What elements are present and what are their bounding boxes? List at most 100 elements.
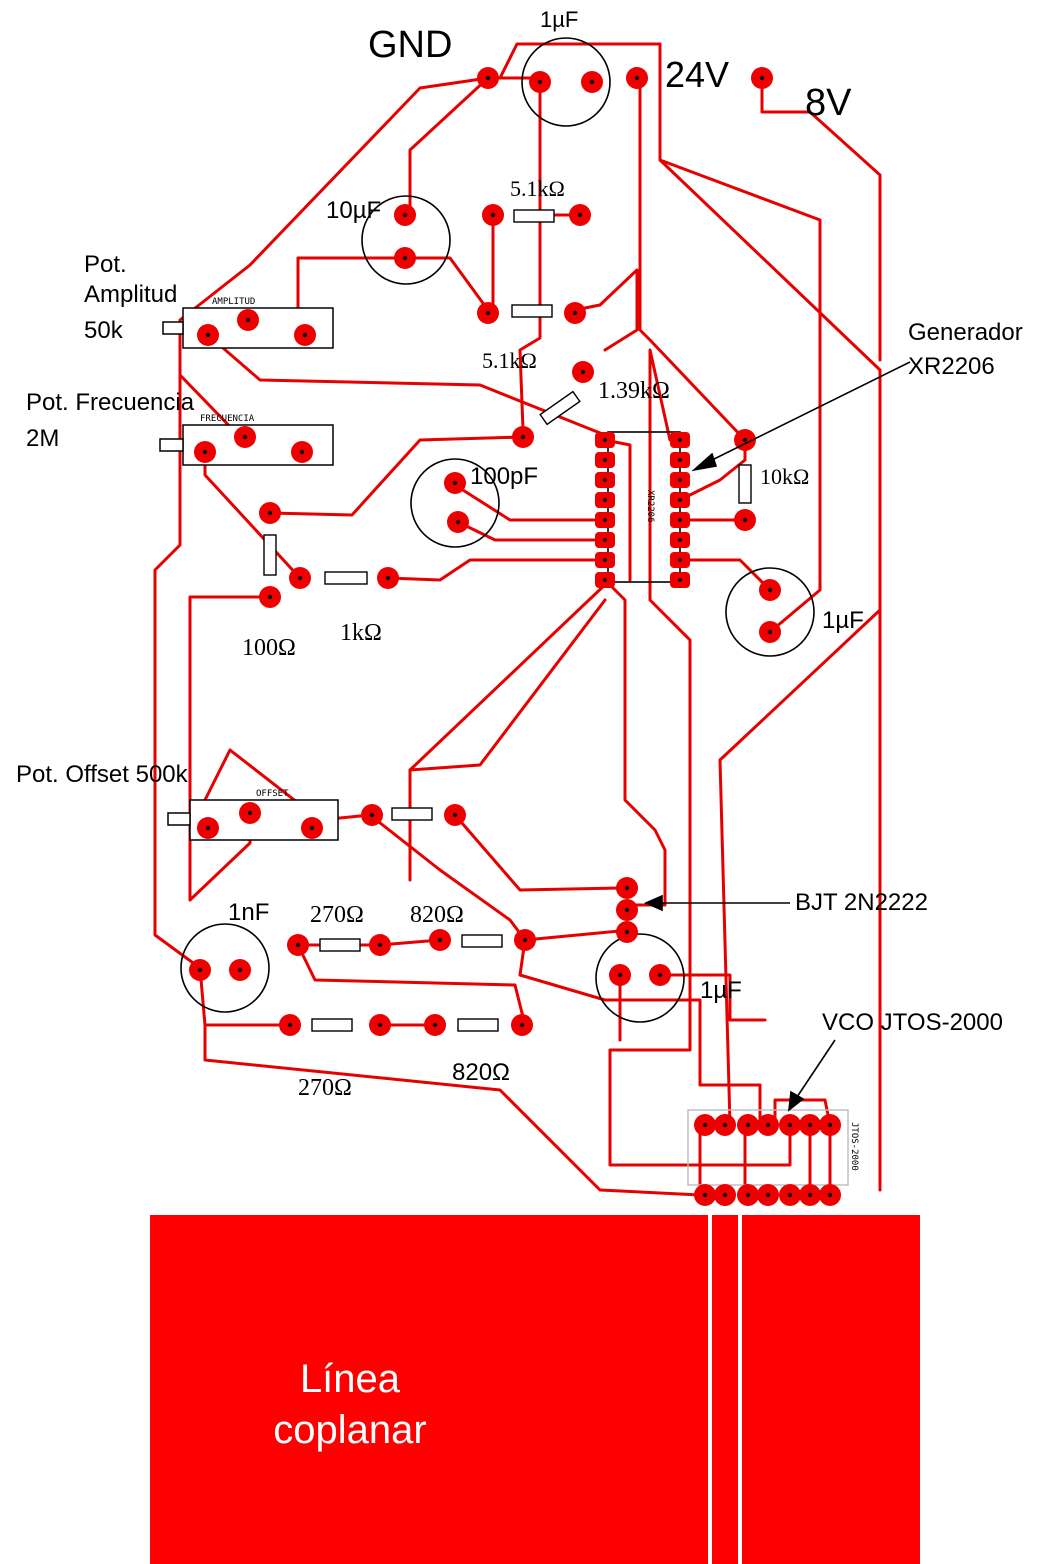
pad-hole-28: [767, 629, 773, 635]
res-offset-body: [391, 807, 433, 821]
pad-hole-20: [455, 519, 461, 525]
pad-hole-58: [745, 1192, 751, 1198]
ic-pin-hole-left-6: [603, 538, 607, 542]
label-res-51k-mid: 5.1kΩ: [482, 348, 537, 373]
pad-hole-27: [767, 587, 773, 593]
pad-hole-42: [522, 937, 528, 943]
silkscreen: AMPLITUD FRECUENCIA OFFSET XR2206 JTOS-2…: [200, 297, 859, 1171]
pad-hole-62: [827, 1192, 833, 1198]
label-res-820-bot: 820Ω: [452, 1059, 510, 1086]
pads: [189, 67, 841, 1206]
ic-pin-hole-left-1: [603, 438, 607, 442]
ic-pin-hole-right-3: [678, 478, 682, 482]
pad-hole-24: [385, 575, 391, 581]
label-res-139k: 1.39kΩ: [598, 378, 670, 404]
pad-hole-51: [745, 1122, 751, 1128]
silk-jtos: JTOS-2000: [849, 1122, 859, 1171]
pad-hole-38: [237, 967, 243, 973]
pad-hole-35: [624, 907, 630, 913]
pad-hole-1: [537, 79, 543, 85]
pad-hole-54: [807, 1122, 813, 1128]
label-res-820-top: 820Ω: [410, 902, 464, 928]
pad-hole-4: [759, 75, 765, 81]
ic-pin-hole-right-8: [678, 578, 682, 582]
ic-pin-hole-left-3: [603, 478, 607, 482]
label-pot-amp-2: Amplitud: [84, 281, 177, 308]
pad-hole-36: [624, 929, 630, 935]
pot-offset-shaft: [167, 812, 191, 826]
label-gen-2: XR2206: [908, 353, 995, 380]
res-51k-top-body: [513, 209, 555, 223]
pad-hole-12: [245, 317, 251, 323]
cap-1uF-bottom-outline: [595, 933, 685, 1023]
res-270-top-body: [319, 938, 361, 952]
label-res-10k: 10kΩ: [760, 464, 809, 489]
res-139k-body: [539, 390, 581, 426]
ic-pin-hole-left-2: [603, 458, 607, 462]
pad-hole-48: [657, 972, 663, 978]
pad-hole-25: [742, 437, 748, 443]
pad-hole-9: [485, 310, 491, 316]
arrow-generador-line: [701, 361, 911, 466]
pad-hole-29: [205, 825, 211, 831]
arrow-bjt-head: [644, 894, 663, 912]
coplanar-ground-plane: [150, 1215, 920, 1564]
label-cap-right: 1µF: [822, 607, 864, 634]
pad-hole-19: [452, 480, 458, 486]
pad-hole-31: [309, 825, 315, 831]
silk-frecuencia: FRECUENCIA: [200, 414, 255, 424]
pad-hole-23: [297, 575, 303, 581]
pad-hole-45: [432, 1022, 438, 1028]
label-pot-freq-2: 2M: [26, 425, 59, 452]
ic-pin-hole-left-7: [603, 558, 607, 562]
pad-hole-52: [765, 1122, 771, 1128]
pad-hole-21: [267, 510, 273, 516]
label-bjt: BJT 2N2222: [795, 889, 928, 916]
label-gnd: GND: [368, 24, 452, 66]
pad-hole-46: [519, 1022, 525, 1028]
pad-hole-30: [247, 810, 253, 816]
arrow-vco-head: [787, 1090, 805, 1112]
label-pot-freq-1: Pot. Frecuencia: [26, 389, 195, 416]
callout-arrows: [644, 361, 911, 1112]
label-24v: 24V: [665, 54, 729, 95]
pad-hole-61: [807, 1192, 813, 1198]
pad-hole-16: [202, 449, 208, 455]
pad-hole-8: [577, 212, 583, 218]
ic-pin-hole-right-2: [678, 458, 682, 462]
pad-hole-34: [624, 885, 630, 891]
pad-hole-53: [787, 1122, 793, 1128]
label-pot-amp-3: 50k: [84, 317, 124, 344]
label-res-270-top: 270Ω: [310, 902, 364, 928]
silk-xr2206: XR2206: [645, 490, 655, 523]
label-cap-100p: 100pF: [470, 463, 538, 490]
label-coplanar: coplanar: [273, 1408, 426, 1452]
arrow-vco-line: [794, 1039, 836, 1101]
coplanar-gap-left: [708, 1195, 712, 1564]
res-10k-body: [738, 464, 752, 504]
label-res-270-bot: 270Ω: [298, 1075, 352, 1101]
res-51k-mid-body: [511, 304, 553, 318]
pad-hole-33: [452, 812, 458, 818]
xr2206-ic-outline: [607, 431, 681, 583]
pad-hole-37: [197, 967, 203, 973]
label-cap-bottom: 1µF: [700, 977, 742, 1004]
pad-hole-39: [295, 942, 301, 948]
label-linea: Línea: [300, 1357, 401, 1401]
pad-hole-60: [787, 1192, 793, 1198]
component-outlines: [159, 37, 849, 1186]
pot-amplitud-shaft: [162, 321, 184, 335]
pad-hole-5: [402, 212, 408, 218]
cap-10uF-outline: [361, 195, 451, 285]
component-labels: GND 24V 8V 1µF 10µF 5.1kΩ 5.1kΩ 1.39kΩ P…: [16, 7, 1023, 1452]
cap-100pF-outline: [410, 458, 500, 548]
pad-hole-15: [520, 434, 526, 440]
pad-hole-18: [299, 449, 305, 455]
coplanar-gap-right: [738, 1195, 742, 1564]
ic-pin-hole-left-8: [603, 578, 607, 582]
silk-offset: OFFSET: [256, 789, 289, 799]
silk-amplitud: AMPLITUD: [212, 297, 255, 307]
pad-hole-32: [369, 812, 375, 818]
label-cap-10u: 10µF: [326, 197, 381, 224]
